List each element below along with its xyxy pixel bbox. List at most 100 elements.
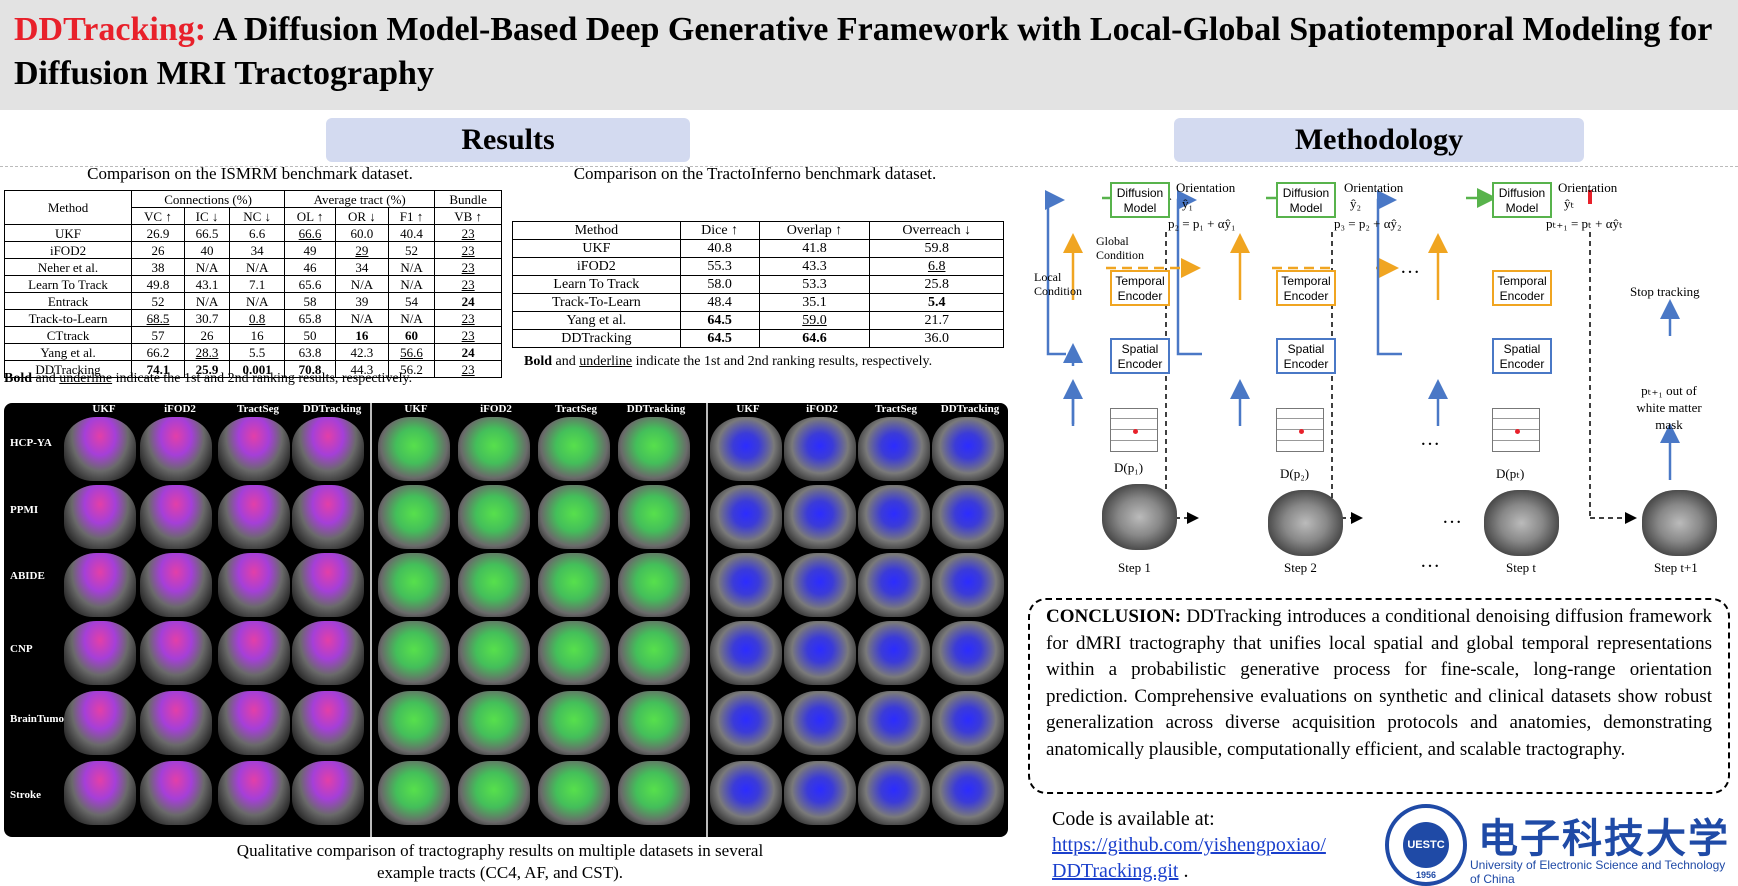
tractography-thumbnail (378, 417, 450, 481)
t1-cell: 49.8 (131, 275, 185, 293)
tractography-thumbnail (710, 417, 782, 481)
footnote-rest: indicate the 1st and 2nd ranking results… (635, 354, 933, 369)
t1-cell: 65.8 (284, 309, 337, 327)
t2-header-overreach: Overreach ↓ (869, 221, 1004, 240)
footnote-bold: Bold (4, 371, 33, 386)
qual-header-ukf: UKF (404, 403, 428, 415)
t1-cell: 7.1 (229, 275, 286, 293)
tractography-thumbnail (932, 761, 1004, 825)
t1-cell: 26 (131, 241, 185, 259)
step-label-t1: Step t+1 (1654, 560, 1698, 575)
t2-cell: UKF (512, 239, 681, 258)
conclusion-label: CONCLUSION: (1046, 606, 1182, 627)
brain-slice-stept (1484, 490, 1559, 556)
tractography-thumbnail (292, 553, 364, 617)
tractography-thumbnail (538, 417, 610, 481)
t1-cell: N/A (335, 275, 389, 293)
t1-cell: 39 (335, 292, 389, 310)
tractography-thumbnail (710, 761, 782, 825)
qual-header-tractseg: TractSeg (555, 403, 597, 415)
tractography-thumbnail (64, 553, 136, 617)
t1-cell: N/A (183, 258, 231, 276)
t1-cell: 24 (434, 292, 502, 310)
table1-footnote: Bold and underline indicate the 1st and … (4, 371, 412, 387)
code-label: Code is available at: (1052, 808, 1215, 830)
conclusion-text: DDTracking introduces a conditional deno… (1046, 606, 1712, 760)
t1-cell: 16 (229, 326, 286, 344)
t1-cell: 0.8 (229, 309, 286, 327)
footnote-bold: Bold (524, 354, 553, 369)
tractography-thumbnail (378, 691, 450, 755)
t1-sub-ic: IC ↓ (183, 207, 231, 225)
stop-tracking-label: Stop tracking (1630, 284, 1700, 299)
tractography-thumbnail (932, 485, 1004, 549)
code-availability: Code is available at: https://github.com… (1052, 806, 1326, 884)
footnote-and: and (555, 354, 576, 369)
tractography-thumbnail (710, 553, 782, 617)
tractography-thumbnail (458, 417, 530, 481)
tractography-thumbnail (458, 485, 530, 549)
t1-cell: 50 (284, 326, 337, 344)
tractography-thumbnail (458, 691, 530, 755)
temporal-encoder-box: Temporal Encoder (1110, 270, 1170, 306)
tractography-thumbnail (618, 417, 690, 481)
t1-cell: 68.5 (131, 309, 185, 327)
tractography-thumbnail (784, 761, 856, 825)
d-pt-label: D(pₜ) (1496, 466, 1525, 481)
t2-cell: 55.3 (679, 257, 760, 276)
tractography-thumbnail (292, 621, 364, 685)
t2-header-method: Method (512, 221, 681, 240)
t1-cell: 26.9 (131, 224, 185, 242)
tractography-thumbnail (378, 485, 450, 549)
t2-cell: 58.0 (679, 275, 760, 294)
tractography-thumbnail (140, 417, 212, 481)
t2-header-overlap: Overlap ↑ (758, 221, 871, 240)
tractography-thumbnail (64, 691, 136, 755)
t1-cell: Entrack (3, 292, 133, 310)
tractography-thumbnail (618, 691, 690, 755)
ellipsis: … (1420, 428, 1440, 450)
t1-cell: N/A (335, 309, 389, 327)
qualitative-caption-line2: example tracts (CC4, AF, and CST). (376, 863, 624, 882)
t1-cell: 5.5 (229, 343, 286, 361)
t2-cell: 21.7 (869, 311, 1004, 330)
t1-cell: UKF (3, 224, 133, 242)
university-name-cn: 电子科技大学 (1478, 816, 1730, 861)
tractography-thumbnail (458, 761, 530, 825)
voxel-cube (1276, 408, 1324, 452)
t1-cell: N/A (229, 258, 286, 276)
github-link-repo[interactable]: DDTracking.git (1052, 860, 1179, 882)
university-name-en: University of Electronic Science and Tec… (1470, 858, 1726, 886)
t1-cell: 60.0 (335, 224, 389, 242)
voxel-cube (1110, 408, 1158, 452)
t2-cell: 36.0 (869, 329, 1004, 348)
university-seal-icon: UESTC 1956 (1385, 804, 1467, 886)
t1-cell: 28.3 (183, 343, 231, 361)
t1-cell: N/A (387, 258, 436, 276)
t1-cell: 42.3 (335, 343, 389, 361)
qual-header-ddtracking: DDTracking (302, 403, 362, 415)
qual-header-ifod2: iFOD2 (480, 403, 512, 415)
row-label-stroke: Stroke (10, 789, 41, 801)
t1-cell: DDTracking (3, 360, 133, 378)
t1-cell: 26 (183, 326, 231, 344)
step-label-t: Step t (1506, 560, 1536, 575)
t1-cell: 66.5 (183, 224, 231, 242)
results-section-label: Results (326, 118, 690, 162)
github-link[interactable]: https://github.com/yishengpoxiao/ (1052, 834, 1326, 856)
qual-header-ifod2: iFOD2 (164, 403, 196, 415)
qual-header-ifod2: iFOD2 (806, 403, 838, 415)
t1-sub-ol: OL ↑ (284, 207, 337, 225)
footnote-and: and (35, 371, 56, 386)
qualitative-caption: Qualitative comparison of tractography r… (150, 840, 850, 884)
tractography-thumbnail (64, 417, 136, 481)
t1-sub-f1: F1 ↑ (387, 207, 436, 225)
t1-header-bundle: Bundle (434, 190, 502, 208)
tractography-thumbnail (538, 621, 610, 685)
